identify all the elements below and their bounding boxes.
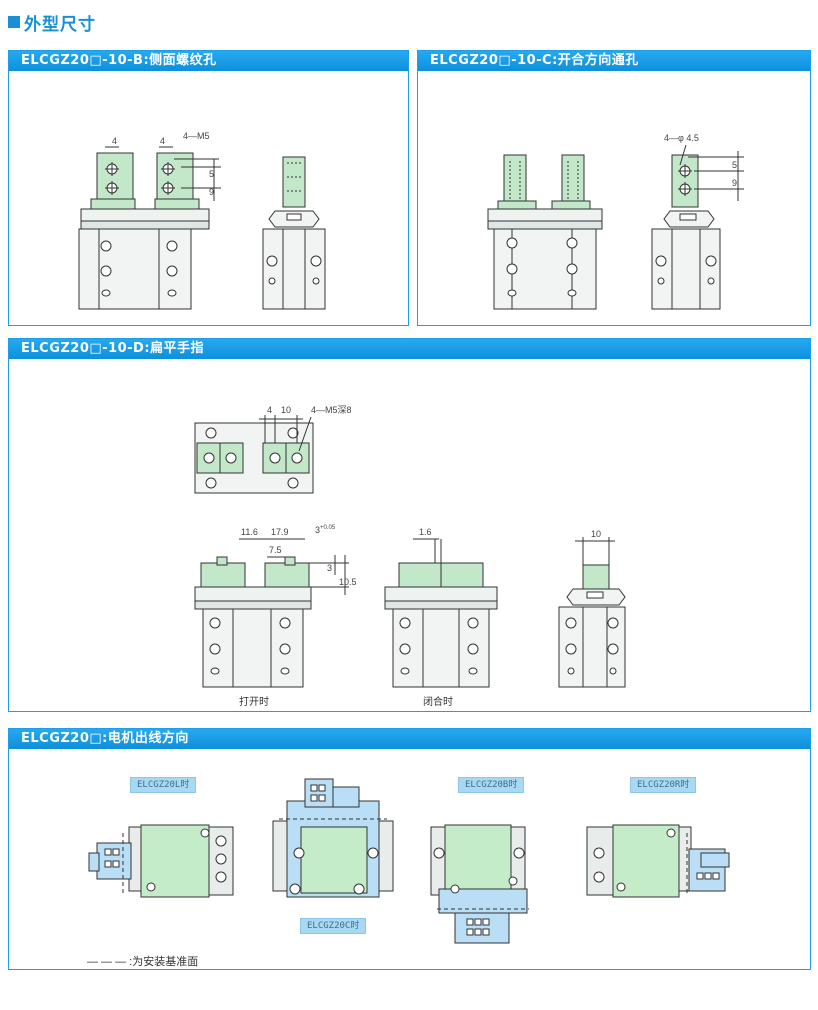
panel-through-hole: ELCGZ20□-10-C:开合方向通孔 bbox=[417, 50, 811, 326]
dim-right-b: 4 bbox=[160, 136, 165, 146]
gripper-side-view-b bbox=[262, 156, 326, 310]
dim-v1-c: 5 bbox=[732, 160, 737, 170]
motor-variant-b bbox=[430, 824, 529, 944]
panel-header-c: ELCGZ20□-10-C:开合方向通孔 bbox=[418, 51, 810, 71]
top-view-d bbox=[194, 415, 314, 494]
title-square-icon bbox=[8, 16, 20, 28]
panel-header-b: ELCGZ20□-10-B:侧面螺纹孔 bbox=[9, 51, 408, 71]
gripper-front-view-c bbox=[487, 154, 603, 310]
open-dim-5-d: 3 bbox=[327, 563, 332, 573]
side-dim-d: 10 bbox=[591, 529, 601, 539]
panel-cable-direction: ELCGZ20□:电机出线方向 bbox=[8, 728, 811, 970]
open-dim-1-d: 11.6 bbox=[241, 527, 258, 537]
drawing-cable-direction: — — — :为安装基准面 bbox=[87, 778, 730, 968]
open-dim-4-d: 3+0.05 bbox=[315, 525, 336, 535]
tag-variant-r: ELCGZ20R时 bbox=[630, 777, 697, 793]
page-title-block: 外型尺寸 bbox=[8, 8, 96, 36]
top-hole-d: 4—M5深8 bbox=[311, 405, 352, 415]
closed-dim-d: 1.6 bbox=[419, 527, 432, 537]
tag-variant-c: ELCGZ20C时 bbox=[300, 918, 367, 934]
tag-variant-l: ELCGZ20L时 bbox=[130, 777, 197, 793]
dim-left-b: 4 bbox=[112, 136, 117, 146]
motor-variant-l bbox=[88, 824, 234, 898]
open-dim-3-d: 7.5 bbox=[269, 545, 282, 555]
drawing-side-thread: 4 4 4—M5 5 9 bbox=[78, 131, 326, 310]
panel-flat-finger: ELCGZ20□-10-D:扁平手指 4 10 4—M5深8 bbox=[8, 338, 811, 712]
dim-hole-c: 4—φ 4.5 bbox=[664, 133, 699, 143]
open-dim-2-d: 17.9 bbox=[271, 527, 289, 537]
page-title: 外型尺寸 bbox=[24, 14, 96, 35]
motor-variant-c bbox=[272, 778, 394, 898]
panel-header-d: ELCGZ20□-10-D:扁平手指 bbox=[9, 339, 810, 359]
legend-mounting-reference: — — — :为安装基准面 bbox=[87, 954, 198, 968]
gripper-front-view-b bbox=[78, 146, 221, 310]
top-dim-1-d: 4 bbox=[267, 405, 272, 415]
drawing-through-hole: 4—φ 4.5 5 9 bbox=[487, 133, 744, 310]
motor-variant-r bbox=[586, 824, 730, 898]
dim-v1-b: 5 bbox=[209, 169, 214, 179]
gripper-side-view-c bbox=[651, 144, 744, 310]
dim-v2-c: 9 bbox=[732, 178, 737, 188]
panel-header-e: ELCGZ20□:电机出线方向 bbox=[9, 729, 810, 749]
tag-variant-b: ELCGZ20B时 bbox=[458, 777, 525, 793]
side-view-d bbox=[558, 537, 626, 688]
open-dim-6-d: 10.5 bbox=[339, 577, 357, 587]
caption-closed: 闭合时 bbox=[423, 695, 453, 708]
top-dim-2-d: 10 bbox=[281, 405, 291, 415]
caption-open: 打开时 bbox=[239, 695, 269, 708]
dim-v2-b: 9 bbox=[209, 187, 214, 197]
dim-hole-b: 4—M5 bbox=[183, 131, 210, 141]
closed-view-d bbox=[384, 538, 498, 688]
drawing-flat-finger: 4 10 4—M5深8 11.6 bbox=[194, 405, 626, 708]
open-view-d bbox=[194, 538, 349, 688]
panel-side-thread: ELCGZ20□-10-B:侧面螺纹孔 bbox=[8, 50, 409, 326]
